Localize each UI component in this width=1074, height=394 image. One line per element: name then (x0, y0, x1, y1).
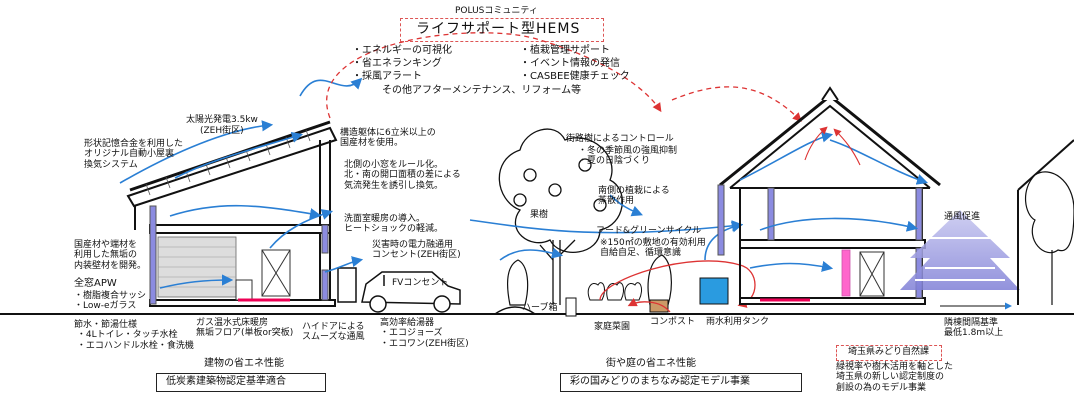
hems-link-arc (326, 32, 662, 119)
garden-section-box (560, 373, 802, 392)
rain-tank (699, 277, 729, 305)
hems-title: ライフサポート型HEMS (416, 21, 581, 37)
garden-section-title: 彩の国みどりのまちなみ認定モデル事業 (570, 376, 750, 387)
washroom-label: 洗面室暖房の導入。 ヒートショックの軽減。 (344, 214, 444, 235)
neighbor-house (1017, 139, 1074, 305)
neighbor-tree-icon (1025, 171, 1074, 305)
services-footer: その他アフターメンテナンス、リフォーム等 (382, 85, 582, 96)
distance-label: 隣棟間隔基準 最低1.8m以上 (944, 318, 1004, 339)
service-left-2: ・省エネランキング (352, 58, 442, 69)
shape-memory-label: 形状記憶合金を利用した オリジナル自動小屋裏 換気システム (84, 139, 184, 170)
solar-label: 太陽光発電3.5kw (186, 115, 258, 125)
ground-bump (494, 306, 536, 315)
left-section-label: 建物の省エネ性能 (204, 358, 284, 369)
service-right-1: ・植栽管理サポート (520, 45, 610, 56)
fv-outlet-label: FVコンセント (392, 278, 449, 288)
rain-tank-label: 雨水利用タンク (706, 317, 770, 327)
fruit-tree-icon (498, 128, 623, 305)
left-section-title: 低炭素建築物認定基準適合 (166, 376, 286, 387)
service-right-3: ・CASBEE健康チェック (520, 71, 630, 82)
street-tree-items: ・冬の季節風の強風抑制 ・夏の日陰づくり (578, 146, 678, 167)
compost-bin (649, 299, 669, 313)
community-label: POLUSコミュニティ (455, 6, 538, 16)
herb-box (565, 297, 577, 317)
car-icon (361, 271, 461, 313)
all-window-items: ・樹脂複合サッシ ・Low-eガラス (74, 291, 147, 312)
water-heater-box (337, 267, 357, 303)
structure-label: 構造躯体に6立米以上の 国産材を使用。 (340, 128, 436, 149)
water-heater-label: 高効率給湯器 ・エコジョーズ ・エコワン(ZEH街区) (380, 318, 469, 349)
water-saving-label: 節水・節湯仕様 ・4Lトイレ・タッチ水栓 ・エコハンドル水栓・食洗機 (74, 320, 194, 351)
ventilation-pyramid (900, 210, 1020, 290)
ev-outlet-label: 災害時の電力融通用 コンセント(ZEH街区) (372, 240, 461, 261)
all-window-label: 全窓APW (74, 278, 117, 289)
street-tree-label: 街路樹によるコントロール (566, 134, 674, 144)
service-left-3: ・採風アラート (352, 71, 422, 82)
south-plant-label: 南側の植栽による 蒸散作用 (598, 186, 670, 207)
service-right-2: ・イベント情報の発信 (520, 58, 620, 69)
ventilation-label: 通風促進 (944, 212, 981, 222)
food-cycle-label: フード&グリーンサイクル (596, 226, 702, 236)
saitama-title-box (836, 345, 942, 361)
gas-floor-label: ガス温水式床暖房 無垢フロア(単板or突板) (196, 318, 294, 339)
left-section-box (156, 373, 326, 392)
saitama-title: 埼玉県みどり自然課 (848, 347, 930, 357)
food-cycle-sub: ※150㎡の敷地の有効利用 自給自足、循環意識 (600, 238, 706, 259)
garden-section-label: 街や庭の省エネ性能 (606, 358, 696, 369)
windows-label: 北側の小窓をルール化。 北・南の開口面積の差による 気流発生を誘引し換気。 (344, 160, 461, 191)
right-house (719, 86, 941, 305)
compost-label: コンポスト (650, 317, 696, 327)
solar-sub-label: (ZEH街区) (200, 126, 244, 136)
interior-wall-label: 国産材や端材を 利用した無垢の 内装壁材を開発。 (74, 240, 147, 271)
vegetable-label: 家庭菜園 (594, 322, 631, 332)
hems-title-box (400, 18, 604, 42)
fruit-tree-label: 果樹 (530, 210, 549, 220)
herb-label: ハーブ箱 (522, 303, 558, 313)
service-left-1: ・エネルギーの可視化 (352, 45, 452, 56)
saitama-desc: 緑視率や樹木活用を軸とした 埼玉県の新しい認定制度の 創設の為のモデル事業 (836, 362, 954, 393)
hybrid-vent-label: ハイドアによる スムーズな通風 (302, 322, 365, 343)
